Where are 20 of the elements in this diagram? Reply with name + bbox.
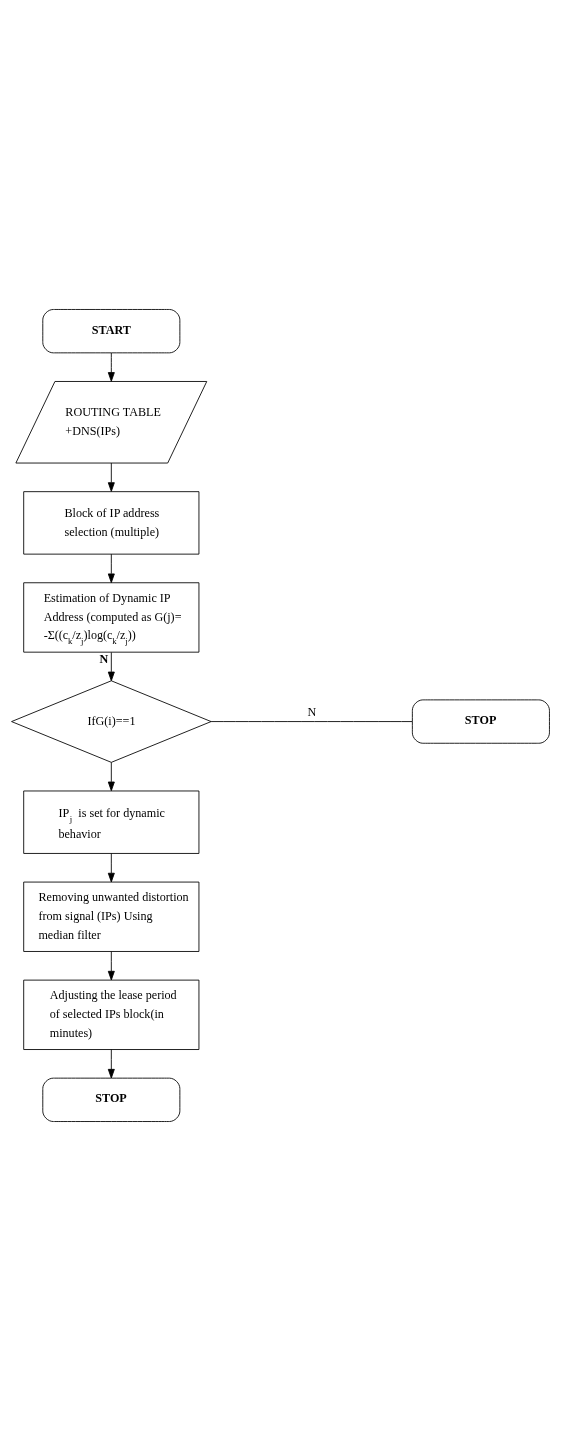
arrow [107, 462, 115, 492]
node-box: START [42, 308, 181, 353]
arrow [107, 651, 115, 681]
edge-label: N [307, 704, 317, 719]
arrow [107, 352, 115, 382]
arrow [107, 553, 115, 583]
node-box: Removing unwanted distortion from signal (IPs) Using median filter [23, 881, 200, 952]
node-box: STOP [411, 698, 550, 744]
node-box: Block of IP address selection (multiple) [23, 490, 200, 555]
node-box: Adjusting the lease period of selected IPs block(in minutes) [23, 979, 200, 1050]
connector [210, 720, 413, 722]
node-box: Estimation of Dynamic IP Address (computed as G(j)= -Σ((c$_{k}$/z$_{j}$)log(c$_{k}$/z$_{j}$)) [23, 581, 200, 653]
node-diamond: IfG(i)==1 [11, 679, 212, 763]
arrow [107, 1048, 115, 1078]
node-box: STOP [42, 1077, 181, 1122]
node-box: IP$_{j}$ is set for dynamic behavior [23, 790, 200, 854]
arrow [107, 950, 115, 980]
edge-label: N [99, 651, 109, 666]
arrow [107, 852, 115, 882]
arrow [107, 761, 115, 791]
